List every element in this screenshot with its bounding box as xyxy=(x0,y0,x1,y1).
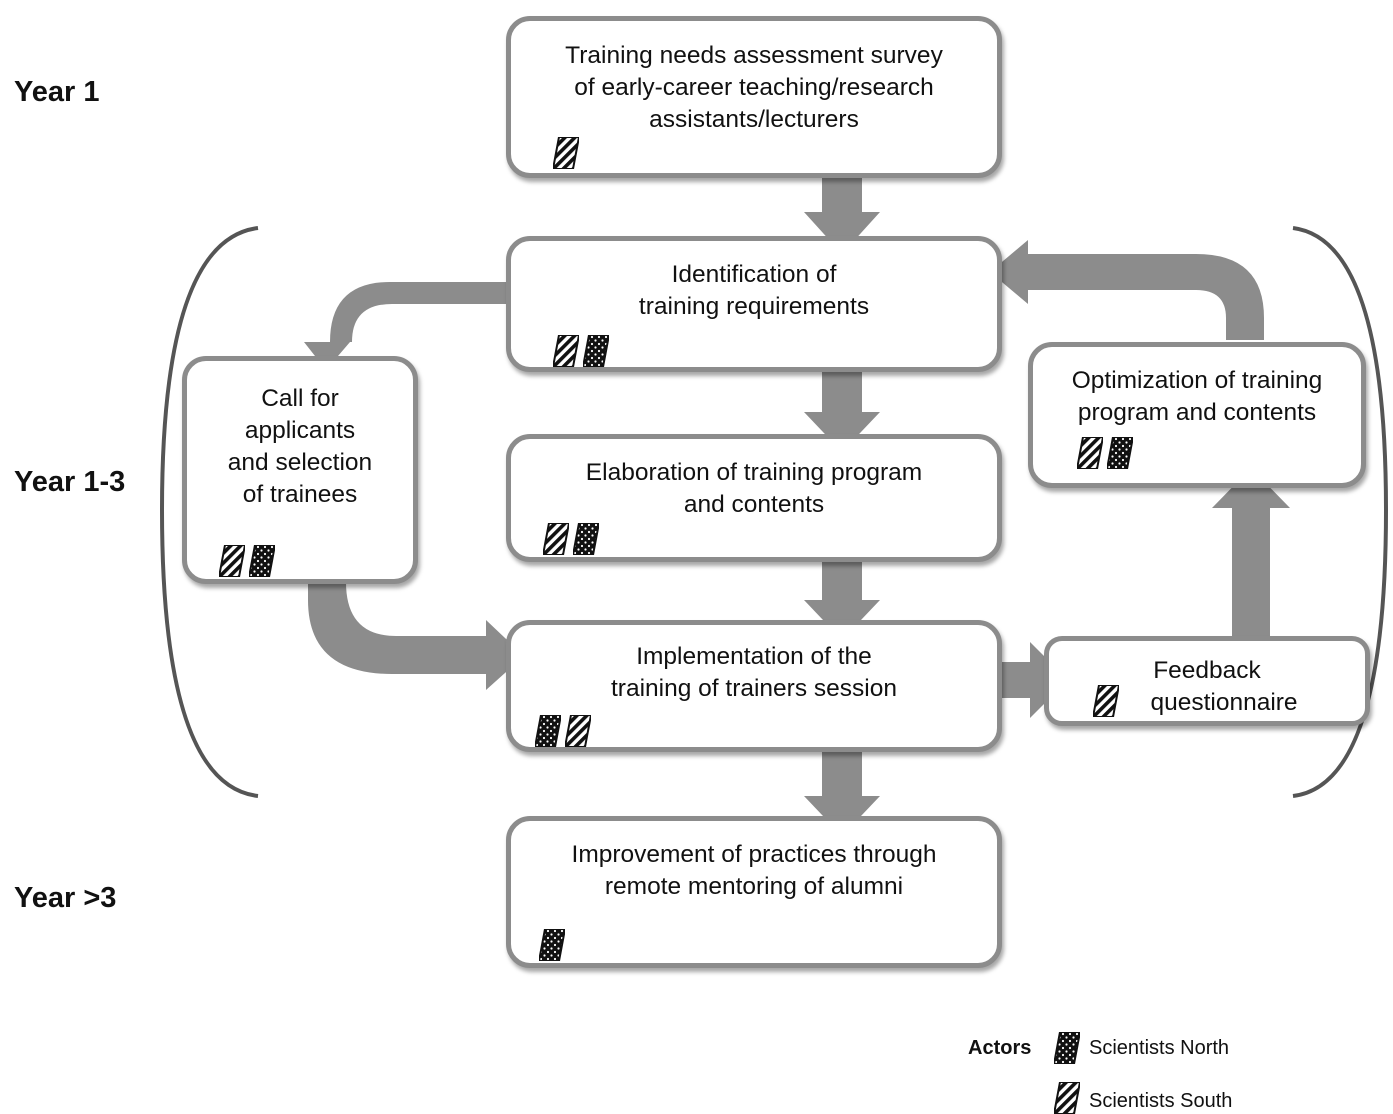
year-1-3-label: Year 1-3 xyxy=(14,466,126,498)
improvement-box: Improvement of practices through remote … xyxy=(506,816,1002,968)
left-bracket xyxy=(159,226,259,798)
legend-title: Actors xyxy=(968,1037,1032,1059)
optimization-box: Optimization of training program and con… xyxy=(1028,342,1366,488)
arrow-call-to-implementation xyxy=(308,582,524,690)
scientists-south-icon xyxy=(543,523,569,555)
arrow-implementation-to-feedback xyxy=(1002,642,1068,718)
improvement-text: Improvement of practices through remote … xyxy=(571,841,937,900)
scientists-south-icon xyxy=(1093,685,1119,717)
arrow-optimization-to-identification xyxy=(990,240,1264,340)
implementation-text: Implementation of the training of traine… xyxy=(611,643,897,702)
scientists-south-icon xyxy=(219,545,245,577)
scientists-south-icon xyxy=(553,137,579,169)
survey-box: Training needs assessment survey of earl… xyxy=(506,16,1002,178)
implementation-actors xyxy=(535,715,591,747)
arrow-identification-to-elaboration xyxy=(804,370,880,452)
scientists-north-icon xyxy=(1107,437,1133,469)
scientists-south-icon xyxy=(553,335,579,367)
feedback-actors xyxy=(1093,685,1119,717)
year-3-plus-label: Year >3 xyxy=(14,882,117,914)
arrow-survey-to-identification xyxy=(804,178,880,254)
legend-north-label: Scientists North xyxy=(1089,1037,1230,1059)
optimization-text: Optimization of training program and con… xyxy=(1071,367,1323,426)
scientists-north-icon xyxy=(249,545,275,577)
identification-text: Identification of training requirements xyxy=(638,261,870,320)
improvement-actors xyxy=(539,929,565,961)
arrow-identification-to-call xyxy=(304,282,506,370)
scientists-north-icon xyxy=(539,929,565,961)
scientists-north-icon xyxy=(583,335,609,367)
call-actors xyxy=(219,545,275,577)
feedback-box: Feedback questionnaire xyxy=(1044,636,1370,726)
scientists-north-icon xyxy=(535,715,561,747)
survey-text: Training needs assessment survey of earl… xyxy=(565,42,943,133)
call-for-applicants-box: Call for applicants and selection of tra… xyxy=(182,356,418,584)
scientists-south-icon xyxy=(565,715,591,747)
elaboration-box: Elaboration of training program and cont… xyxy=(506,434,1002,562)
elaboration-text: Elaboration of training program and cont… xyxy=(585,459,923,518)
feedback-text-line1: Feedback xyxy=(1153,657,1261,684)
legend-north-icon xyxy=(1054,1032,1080,1064)
identification-box: Identification of training requirements xyxy=(506,236,1002,372)
legend-south-icon xyxy=(1054,1082,1080,1114)
elaboration-actors xyxy=(543,523,599,555)
implementation-box: Implementation of the training of traine… xyxy=(506,620,1002,752)
arrow-feedback-to-optimization xyxy=(1212,468,1290,636)
year-1-label: Year 1 xyxy=(14,76,100,108)
scientists-south-icon xyxy=(1077,437,1103,469)
identification-actors xyxy=(553,335,609,367)
optimization-actors xyxy=(1077,437,1133,469)
call-text: Call for applicants and selection of tra… xyxy=(227,385,373,508)
feedback-text-line2: questionnaire xyxy=(1150,689,1298,716)
survey-actors xyxy=(553,137,579,169)
scientists-north-icon xyxy=(573,523,599,555)
right-bracket xyxy=(1292,226,1389,798)
legend-south-label: Scientists South xyxy=(1089,1090,1233,1112)
arrow-implementation-to-improvement xyxy=(804,752,880,836)
